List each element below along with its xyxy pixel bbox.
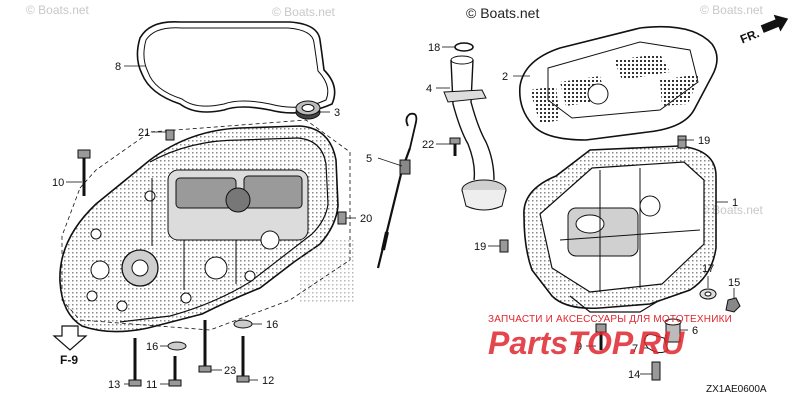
callout-2: 2 [502,71,508,83]
assembly-boundary [61,119,351,331]
part-drain-bolt [725,297,741,313]
part-oil-case-left [59,125,339,333]
callout-12: 12 [262,375,274,387]
callout-21: 21 [138,127,150,139]
watermark-main: © Boats.net [466,5,539,21]
callout-10: 10 [52,177,64,189]
callout-6: 6 [692,325,698,337]
part-bolt-14 [651,361,661,381]
part-clip-7 [644,333,669,354]
callout-19-lower: 19 [474,241,486,253]
reference-label: F-9 [60,353,78,367]
part-bolt-20 [337,211,347,225]
part-washer-16a [233,319,253,329]
callout-1: 1 [732,197,738,209]
part-oil-pan [523,145,717,313]
part-drain-washer [699,288,717,300]
callout-4: 4 [426,83,432,95]
part-dowel-21 [165,129,175,141]
part-strainer-6 [664,318,682,343]
shaded-region [300,240,356,304]
callout-14: 14 [628,369,640,381]
part-oil-guide-tube [443,55,507,211]
part-bolt-22 [449,137,461,156]
callout-19-upper: 19 [698,135,710,147]
part-gasket [136,21,336,114]
watermark-top-left: © Boats.net [26,3,90,17]
brand-subtitle: ЗАПЧАСТИ И АКСЕССУАРЫ ДЛЯ МОТОТЕХНИКИ [488,314,732,325]
part-bolt-12 [236,336,250,383]
part-bolt-19-upper [677,135,687,149]
part-bolt-9 [595,323,607,350]
part-bolt-10 [77,149,91,196]
part-bolt-23 [198,320,212,373]
part-bolt-13 [128,338,142,387]
callout-16-left: 16 [146,341,158,353]
part-bolt-11 [168,356,182,387]
callout-16-right: 16 [266,319,278,331]
callout-8: 8 [115,61,121,73]
leader-lines [66,46,735,385]
part-o-ring [454,42,474,52]
callout-23: 23 [224,365,236,377]
callout-9: 9 [576,341,582,353]
part-washer-16b [167,341,187,351]
callout-20: 20 [360,213,372,225]
callout-3: 3 [334,107,340,119]
front-direction-arrow: FR. [738,14,789,46]
callout-7: 7 [632,343,638,355]
brand-logo: PartsTOP.RU [488,325,685,361]
diagram-code: ZX1AE0600A [706,384,767,395]
part-oil-pan-cover [518,25,718,141]
callout-5: 5 [366,153,372,165]
part-bolt-19-lower [499,239,509,253]
part-oil-seal [295,100,321,120]
watermark-top-right: © Boats.net [700,3,764,17]
front-arrow-icon [760,14,789,33]
callout-22: 22 [422,139,434,151]
reference-arrow: F-9 [52,325,88,367]
watermark-top-mid: © Boats.net [272,5,336,19]
callout-11: 11 [146,379,157,391]
callout-18: 18 [428,42,440,54]
callout-17: 17 [702,263,714,275]
front-direction-label: FR. [738,26,761,46]
part-dipstick [376,112,418,269]
callout-15: 15 [728,277,740,289]
callout-13: 13 [108,379,120,391]
